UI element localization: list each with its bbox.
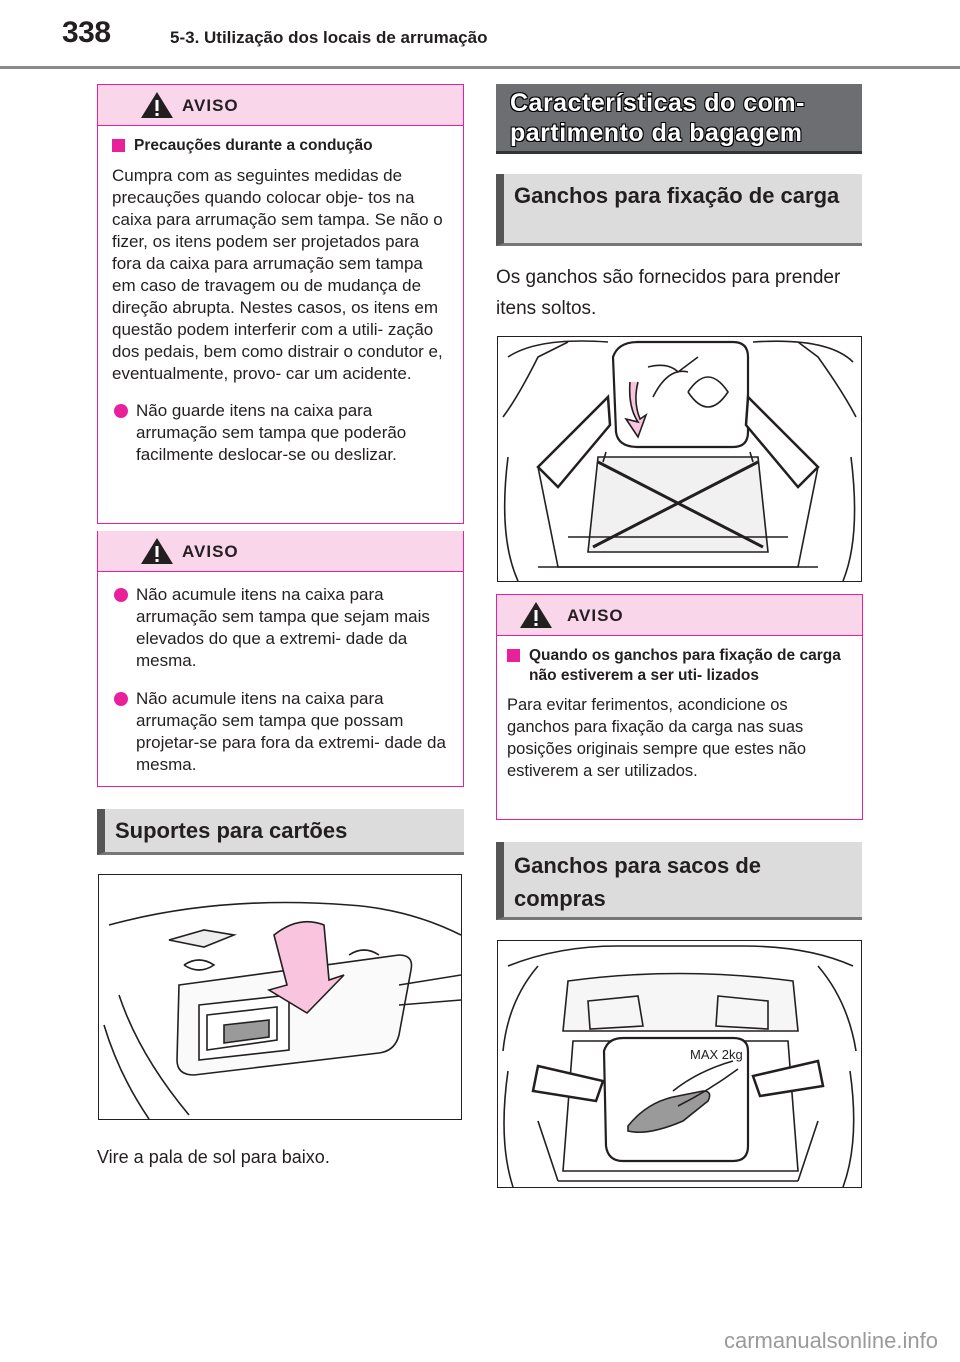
cargo-hook-illustration <box>497 336 862 582</box>
warning-label: AVISO <box>567 606 624 625</box>
square-bullet-icon <box>507 649 520 662</box>
circle-bullet-icon <box>114 692 128 706</box>
warning-label: AVISO <box>182 96 239 115</box>
luggage-compartment-heading: Características do com- partimento da ba… <box>496 84 862 154</box>
warning-box-3: AVISO Quando os ganchos para fixação de … <box>496 594 863 820</box>
warning-box-1: AVISO Precauções durante a condução Cump… <box>97 84 464 524</box>
header-rule <box>0 66 960 69</box>
max-load-label: MAX 2kg <box>690 1047 743 1062</box>
section-title: 5-3. Utilização dos locais de arrumação <box>170 28 488 47</box>
warning-body: Para evitar ferimentos, acondicione os g… <box>507 696 807 780</box>
watermark: carmanualsonline.info <box>723 1328 938 1353</box>
card-caption: Vire a pala de sol para baixo. <box>97 1147 330 1167</box>
warning-heading: Precauções durante a condução <box>112 136 449 156</box>
shopping-bag-hooks-heading: Ganchos para sacos de compras <box>496 842 862 920</box>
warning-bullet: Não acumule itens na caixa para arrumaçã… <box>112 584 449 672</box>
warning-bullet: Não guarde itens na caixa para arrumação… <box>112 400 449 466</box>
shopping-bag-hook-illustration: MAX 2kg <box>497 940 862 1188</box>
square-bullet-icon <box>112 139 125 152</box>
warning-box-2: AVISO Não acumule itens na caixa para ar… <box>97 531 464 787</box>
warning-bullet: Não acumule itens na caixa para arrumaçã… <box>112 688 449 776</box>
warning-body: Cumpra com as seguintes medidas de preca… <box>112 166 443 383</box>
warning-triangle-icon <box>520 602 552 628</box>
warning-triangle-icon <box>141 92 173 118</box>
warning-header: AVISO <box>497 595 862 636</box>
circle-bullet-icon <box>114 588 128 602</box>
card-holders-heading: Suportes para cartões <box>97 809 464 855</box>
warning-header: AVISO <box>98 531 463 572</box>
page-number: 338 <box>62 16 111 49</box>
warning-label: AVISO <box>182 542 239 561</box>
cargo-hooks-text: Os ganchos são fornecidos para prender i… <box>496 267 841 319</box>
circle-bullet-icon <box>114 404 128 418</box>
warning-header: AVISO <box>98 85 463 126</box>
warning-heading: Quando os ganchos para fixação de carga … <box>507 646 848 686</box>
cargo-hooks-heading: Ganchos para fixação de carga <box>496 174 862 246</box>
sun-visor-illustration <box>98 874 462 1120</box>
warning-triangle-icon <box>141 538 173 564</box>
